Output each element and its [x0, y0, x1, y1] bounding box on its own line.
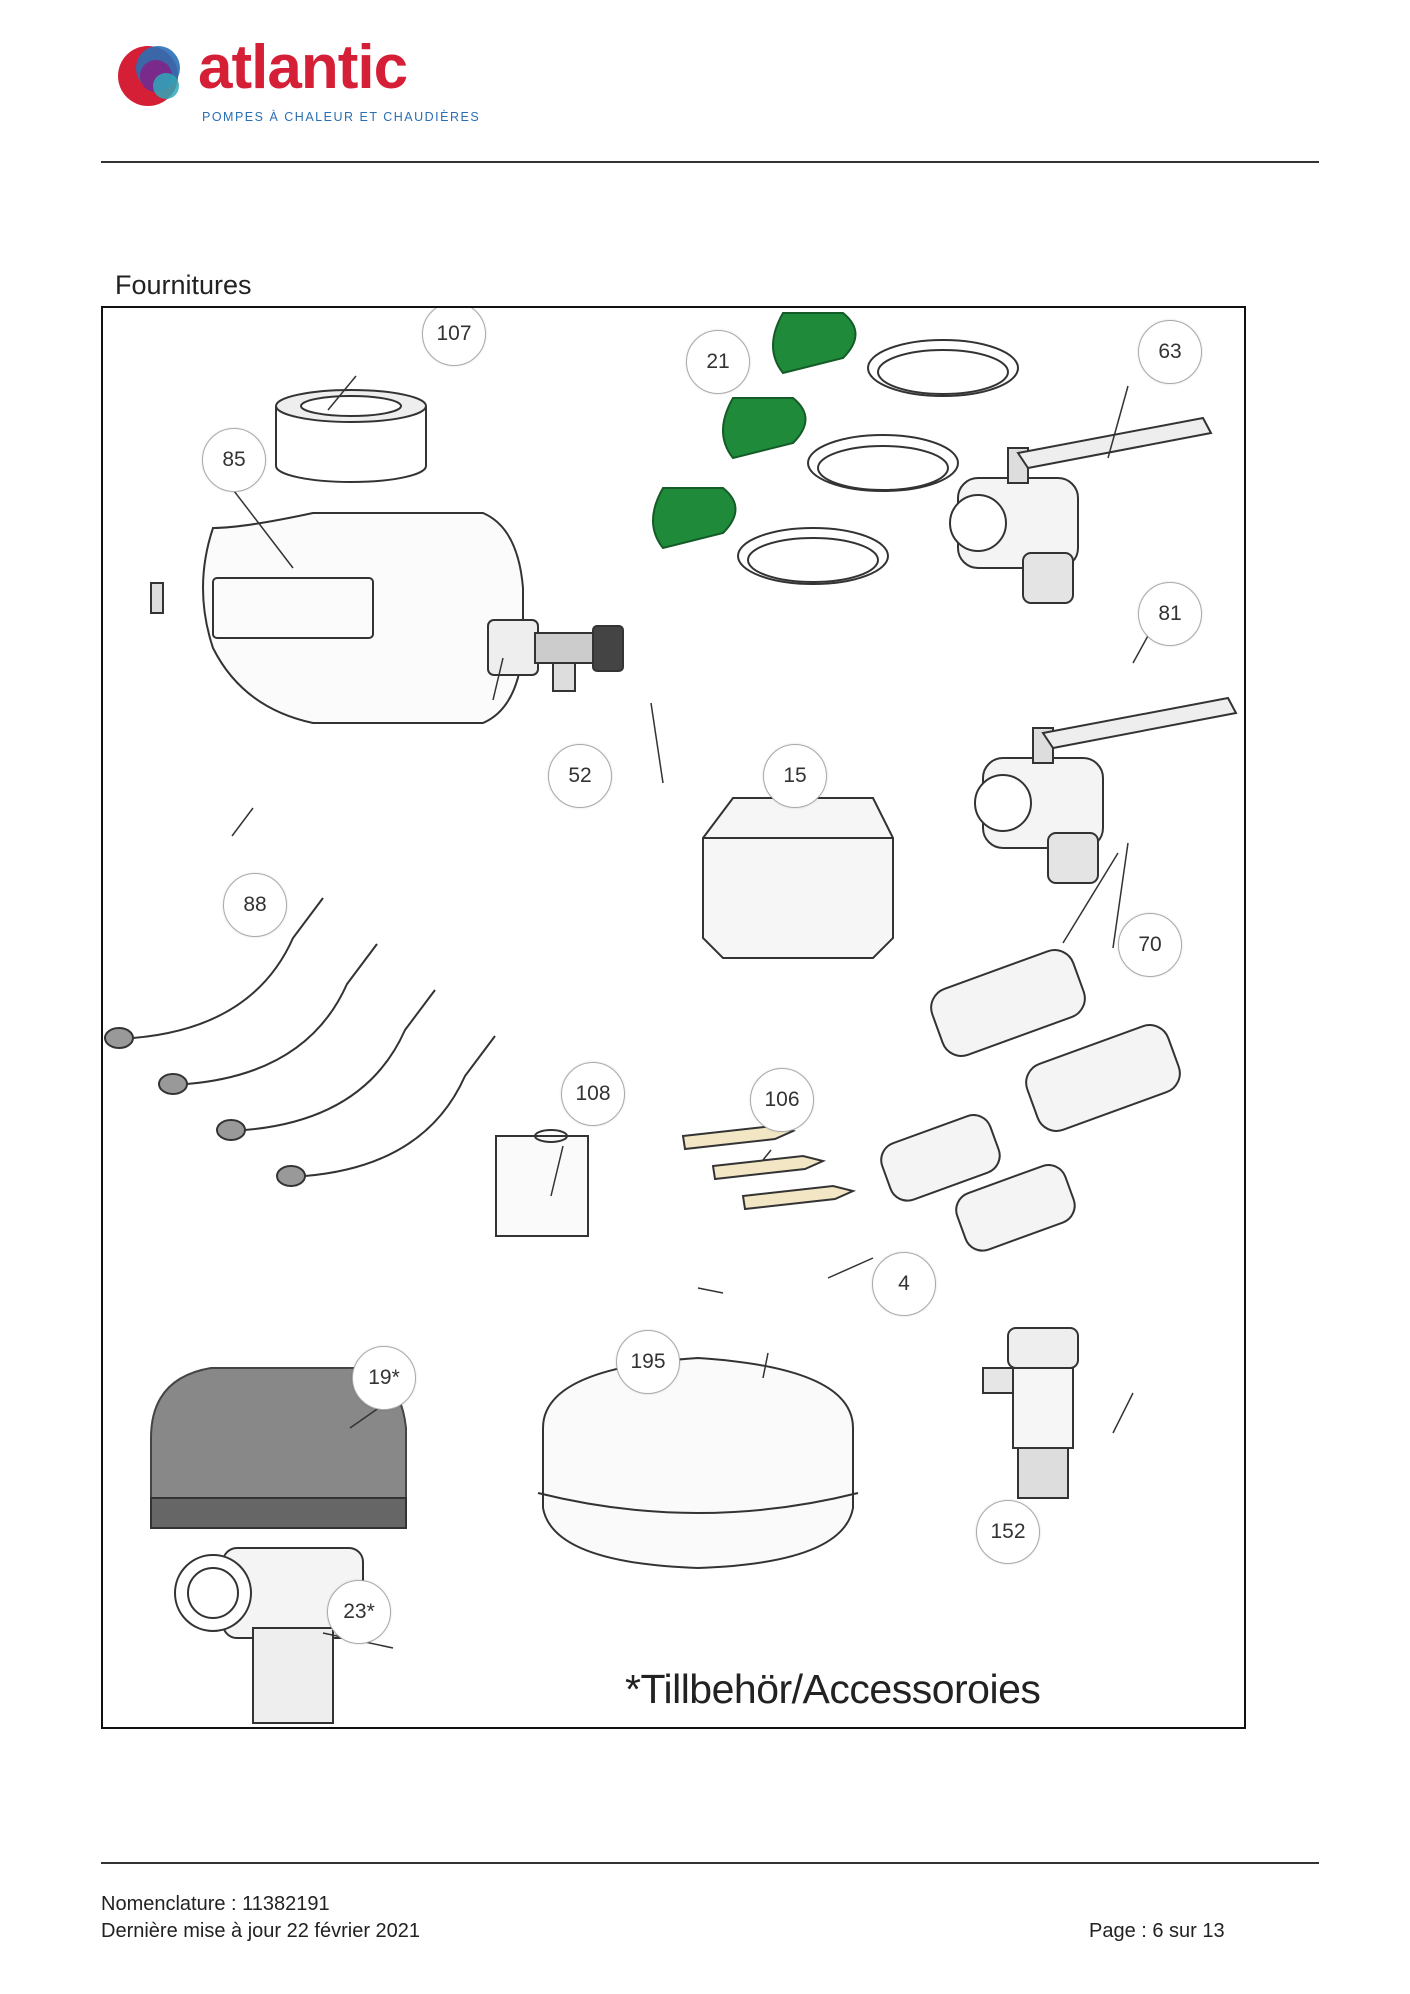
callout-23: 23* — [327, 1580, 391, 1644]
callout-21: 21 — [686, 330, 750, 394]
parts-illustration: 107 21 63 85 81 52 15 88 70 108 106 4 19… — [101, 306, 1246, 1729]
tape-roll-icon — [275, 389, 427, 483]
expansion-tank-icon — [150, 512, 624, 724]
logo-mark-icon — [118, 46, 180, 106]
brand-tagline: POMPES À CHALEUR ET CHAUDIÈRES — [202, 110, 481, 124]
callout-195: 195 — [616, 1330, 680, 1394]
header-divider — [101, 161, 1319, 163]
round-tank-icon — [537, 1356, 859, 1570]
sensor-lead-icon — [104, 897, 496, 1187]
callout-85: 85 — [202, 428, 266, 492]
ball-valve-2-icon — [974, 696, 1238, 884]
callout-63: 63 — [1138, 320, 1202, 384]
section-title: Fournitures — [115, 270, 252, 300]
callout-107: 107 — [422, 308, 486, 366]
relief-valve-icon — [982, 1327, 1079, 1499]
brand-name: atlantic — [198, 33, 408, 102]
callout-88: 88 — [223, 873, 287, 937]
footer-updated: Dernière mise à jour 22 février 2021 — [101, 1920, 421, 1942]
callout-19: 19* — [352, 1346, 416, 1410]
footer-nomenclature: Nomenclature : 11382191 — [101, 1893, 330, 1915]
callout-108: 108 — [561, 1062, 625, 1126]
callout-106: 106 — [750, 1068, 814, 1132]
callout-4: 4 — [872, 1252, 936, 1316]
pouch-icon — [495, 1129, 589, 1237]
callout-52: 52 — [548, 744, 612, 808]
control-box-icon — [702, 797, 894, 959]
probe-pencil-icon — [681, 1124, 857, 1211]
footer-page: Page : 6 sur 13 — [1089, 1920, 1225, 1942]
callout-15: 15 — [763, 744, 827, 808]
accessories-note: *Tillbehör/Accessoroies — [625, 1666, 1041, 1712]
ball-valve-icon — [949, 416, 1213, 604]
atlantic-logo: atlantic POMPES À CHALEUR ET CHAUDIÈRES — [110, 33, 490, 128]
motorized-valve-icon — [150, 1367, 407, 1724]
footer-divider — [101, 1862, 1319, 1864]
callout-152: 152 — [976, 1500, 1040, 1564]
sensor-clip-icon — [652, 312, 1019, 585]
parts-drawing — [104, 312, 1238, 1724]
compression-fitting-icon — [880, 949, 1181, 1252]
callout-81: 81 — [1138, 582, 1202, 646]
callout-70: 70 — [1118, 913, 1182, 977]
